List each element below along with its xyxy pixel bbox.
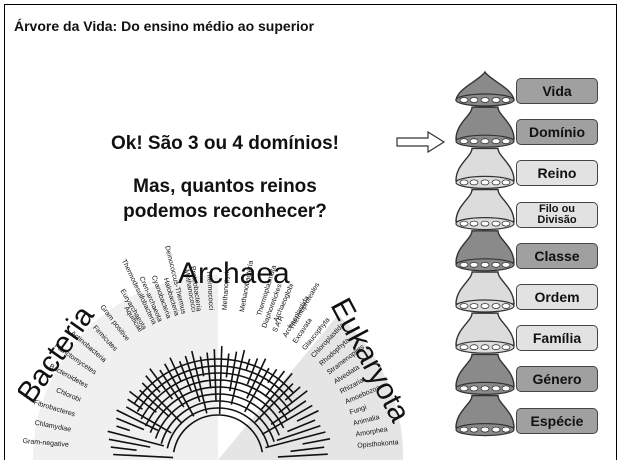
tree-branch xyxy=(115,417,145,431)
rank-label-line: Divisão xyxy=(537,213,577,226)
branch-label: Opisthokonta xyxy=(357,439,399,450)
rank-label: Ordem xyxy=(516,284,598,310)
rank-label-line: Filo ou xyxy=(538,202,576,215)
rank-shape xyxy=(455,230,515,272)
tree-node-arc xyxy=(172,414,264,453)
tree-branch xyxy=(116,425,131,432)
right-outline-arrow-icon xyxy=(396,131,446,153)
tree-branch xyxy=(159,369,185,408)
tree-node-arc xyxy=(140,372,291,420)
rank-label: Domínio xyxy=(516,119,598,146)
tree-branch xyxy=(110,446,137,451)
question-text: Mas, quantos reinos podemos reconhecer? xyxy=(70,174,380,224)
tree-branch xyxy=(108,438,151,448)
tree-branch xyxy=(149,368,174,400)
tree-branch xyxy=(264,370,286,398)
tree-branch xyxy=(116,409,159,432)
tree-branch xyxy=(113,453,174,459)
rank-shape xyxy=(455,147,515,190)
rank-shape xyxy=(455,70,515,107)
tree-node-arc xyxy=(154,393,280,439)
tree-node-arc xyxy=(144,379,288,427)
branch-label: Thermococci xyxy=(205,270,214,311)
tree-branch xyxy=(246,358,259,385)
tree-branches xyxy=(107,346,331,459)
tree-branch xyxy=(145,375,161,393)
rank-label: Género xyxy=(516,366,598,393)
tree-branch xyxy=(296,409,319,422)
tree-branch xyxy=(139,389,170,418)
tree-branch xyxy=(260,372,293,411)
tree-branch xyxy=(245,358,251,371)
tree-branch xyxy=(169,357,182,382)
rank-label: Classe xyxy=(516,242,598,269)
rank-label: Família xyxy=(516,325,598,352)
taxonomy-ladder xyxy=(455,70,515,437)
rank-shape xyxy=(455,394,515,437)
tree-node-arc xyxy=(160,400,275,444)
branch-label: Methanopyri xyxy=(222,271,231,310)
tree-branch xyxy=(270,400,307,425)
tree-of-life-diagram: Bacteria Archaea Eukaryota Gram-negative… xyxy=(18,245,418,460)
slide-frame xyxy=(4,4,617,460)
rank-shape xyxy=(455,188,515,231)
slide-title: Árvore da Vida: Do ensino médio ao super… xyxy=(14,18,315,34)
rank-shape xyxy=(455,106,515,148)
tree-branch xyxy=(302,438,331,445)
tree-branch xyxy=(229,351,238,392)
rank-label: Reino xyxy=(516,160,598,187)
rank-label: Vida xyxy=(516,78,598,104)
tree-branch xyxy=(246,358,267,399)
tree-branch xyxy=(278,390,308,414)
tree-node-arc xyxy=(166,407,270,449)
tree-branch xyxy=(206,352,212,389)
question-line-2: podemos reconhecer? xyxy=(123,201,327,222)
question-line-1: Mas, quantos reinos xyxy=(133,176,317,197)
tree-node-arc xyxy=(136,365,293,412)
tree-branch xyxy=(129,390,157,413)
tree-node-arc xyxy=(149,386,285,433)
tree-branch xyxy=(277,453,328,458)
rank-shape xyxy=(455,312,515,354)
tree-node-arc xyxy=(133,358,294,404)
tree-branch xyxy=(265,431,326,449)
tree-branch xyxy=(287,419,316,433)
rank-label: Espécie xyxy=(516,407,598,434)
rank-shape xyxy=(455,353,515,395)
tree-branch xyxy=(290,446,325,453)
branch-label: Gram-negative xyxy=(22,438,69,449)
tree-branch xyxy=(276,425,321,442)
statement-text: Ok! São 3 ou 4 domínios! xyxy=(110,133,340,154)
tree-branch xyxy=(107,430,165,447)
tree-branch xyxy=(213,349,217,402)
domain-label-archaea: Archaea xyxy=(178,257,290,290)
rank-shape xyxy=(455,271,515,313)
